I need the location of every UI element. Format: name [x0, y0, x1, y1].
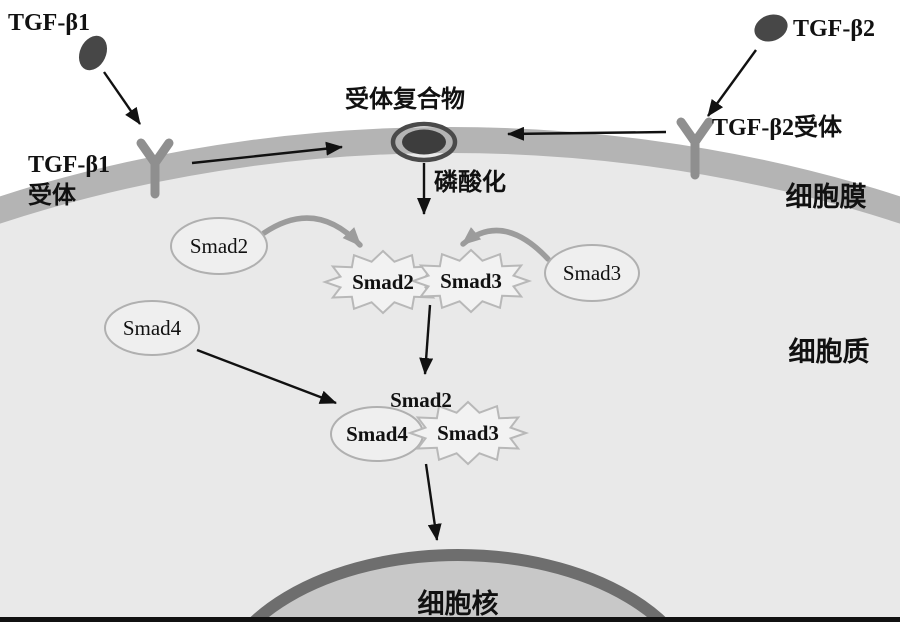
smad3-ellipse — [544, 244, 640, 302]
bottom-edge-line — [0, 617, 900, 622]
label-smad2-node: Smad2 — [190, 234, 248, 258]
receptor-complex-shape — [402, 129, 446, 155]
curved-arrow-smad2 — [261, 215, 363, 248]
arrow-smad4-to-complex — [196, 348, 337, 405]
arrow-tgfb2-to-receptor — [707, 49, 757, 117]
label-smad2-phospho: Smad2 — [352, 270, 414, 294]
tgfb2-ligand-shape — [754, 14, 788, 42]
label-smad3-node: Smad3 — [563, 261, 621, 285]
arrow-smads-to-complex — [419, 304, 434, 375]
label-cytoplasm: 细胞质 — [789, 336, 870, 367]
label-tgfb1-receptor-line1: TGF-β1 — [28, 152, 110, 178]
label-tgfb1: TGF-β1 — [8, 10, 90, 36]
tgfb1-ligand-shape — [78, 35, 108, 71]
curved-arrow-smad3 — [460, 227, 551, 262]
label-receptor-complex: 受体复合物 — [345, 85, 465, 113]
arrow-tgfb1-to-receptor — [103, 71, 141, 125]
label-phosphorylation: 磷酸化 — [434, 168, 506, 196]
label-cell-membrane: 细胞膜 — [786, 181, 867, 212]
tgfb1-receptor-shape — [136, 138, 174, 199]
label-tgfb1-receptor-line2: 受体 — [28, 181, 77, 209]
label-smad4-complex: Smad4 — [346, 422, 408, 446]
tgfb2-receptor-shape — [676, 117, 714, 180]
label-tgfb2: TGF-β2 — [793, 16, 875, 42]
nucleus-shape — [245, 549, 671, 622]
arrow-receptor1-to-complex — [191, 141, 343, 165]
label-smad3-complex: Smad3 — [437, 421, 499, 445]
arrow-receptor2-to-complex — [507, 126, 667, 141]
arrow-complex-to-nucleus — [424, 463, 442, 541]
smad2-ellipse — [170, 217, 268, 275]
label-cell-nucleus: 细胞核 — [418, 588, 499, 619]
label-smad4-node: Smad4 — [123, 316, 182, 340]
receptor-complex-ring — [390, 121, 458, 163]
smad4-ellipse — [104, 300, 200, 356]
label-tgfb2-receptor: TGF-β2受体 — [712, 113, 843, 141]
label-smad2-complex: Smad2 — [390, 388, 452, 412]
label-smad3-phospho: Smad3 — [440, 269, 502, 293]
